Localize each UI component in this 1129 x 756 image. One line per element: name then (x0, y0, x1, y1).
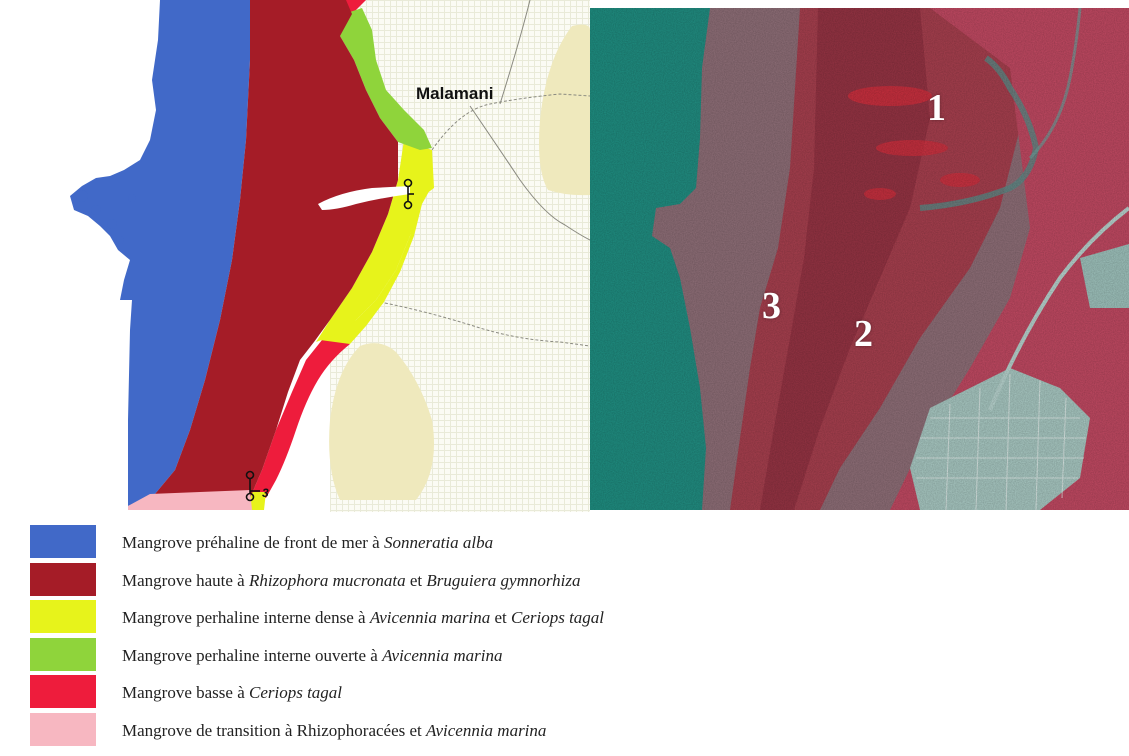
legend-label: Mangrove perhaline interne dense à Avice… (122, 608, 605, 627)
zone-label-3: 3 (762, 285, 781, 327)
legend-swatch (30, 675, 96, 708)
legend-swatch (30, 637, 96, 671)
zone-rhizophora-bruguiera (155, 0, 398, 498)
legend-swatch (30, 525, 96, 558)
place-label-malamani: Malamani (416, 84, 494, 103)
legend-label: Mangrove haute à Rhizophora mucronata et… (122, 570, 581, 590)
legend-label: Mangrove préhaline de front de mer à Son… (122, 533, 494, 552)
zone-avicennia-open (340, 8, 432, 150)
legend-label: Mangrove de transition à Rhizophoracées … (122, 720, 547, 740)
legend-item: Mangrove perhaline interne dense à Avice… (30, 600, 1030, 638)
track-line (469, 105, 590, 241)
sand-patch-bottom (329, 343, 434, 500)
track-line (499, 0, 531, 105)
legend-label: Mangrove basse à Ceriops tagal (122, 683, 343, 702)
satellite-image: 1 2 3 (590, 8, 1129, 510)
zone-transition-rhizophoraceae (128, 490, 252, 510)
track-line (379, 301, 590, 347)
zone-avicennia-ceriops-dense (320, 140, 432, 344)
river-channel (318, 186, 410, 210)
legend-item: Mangrove de transition à Rhizophoracées … (30, 712, 1030, 751)
legend-swatch (30, 600, 96, 633)
transect-marker (245, 470, 260, 502)
sand-patch-top-right (539, 24, 590, 196)
legend-item: Mangrove préhaline de front de mer à Son… (30, 525, 1030, 563)
legend-swatch (30, 562, 96, 596)
zone-ceriops-tagal (250, 338, 350, 498)
legend-item: Mangrove basse à Ceriops tagal (30, 675, 1030, 713)
zone-label-2: 2 (854, 313, 873, 355)
zone-sonneratia-alba (70, 0, 250, 506)
transect-number-label: 3 (262, 486, 269, 500)
zone-label-1: 1 (927, 87, 946, 129)
map-legend: Mangrove préhaline de front de mer à Son… (30, 525, 1030, 750)
track-line (431, 93, 590, 151)
legend-item: Mangrove haute à Rhizophora mucronata et… (30, 562, 1030, 601)
legend-label: Mangrove perhaline interne ouverte à Avi… (122, 645, 503, 665)
transect-marker (403, 178, 414, 210)
legend-item: Mangrove perhaline interne ouverte à Avi… (30, 637, 1030, 676)
vegetation-map: Malamani 3 (0, 0, 590, 512)
legend-swatch (30, 712, 96, 746)
